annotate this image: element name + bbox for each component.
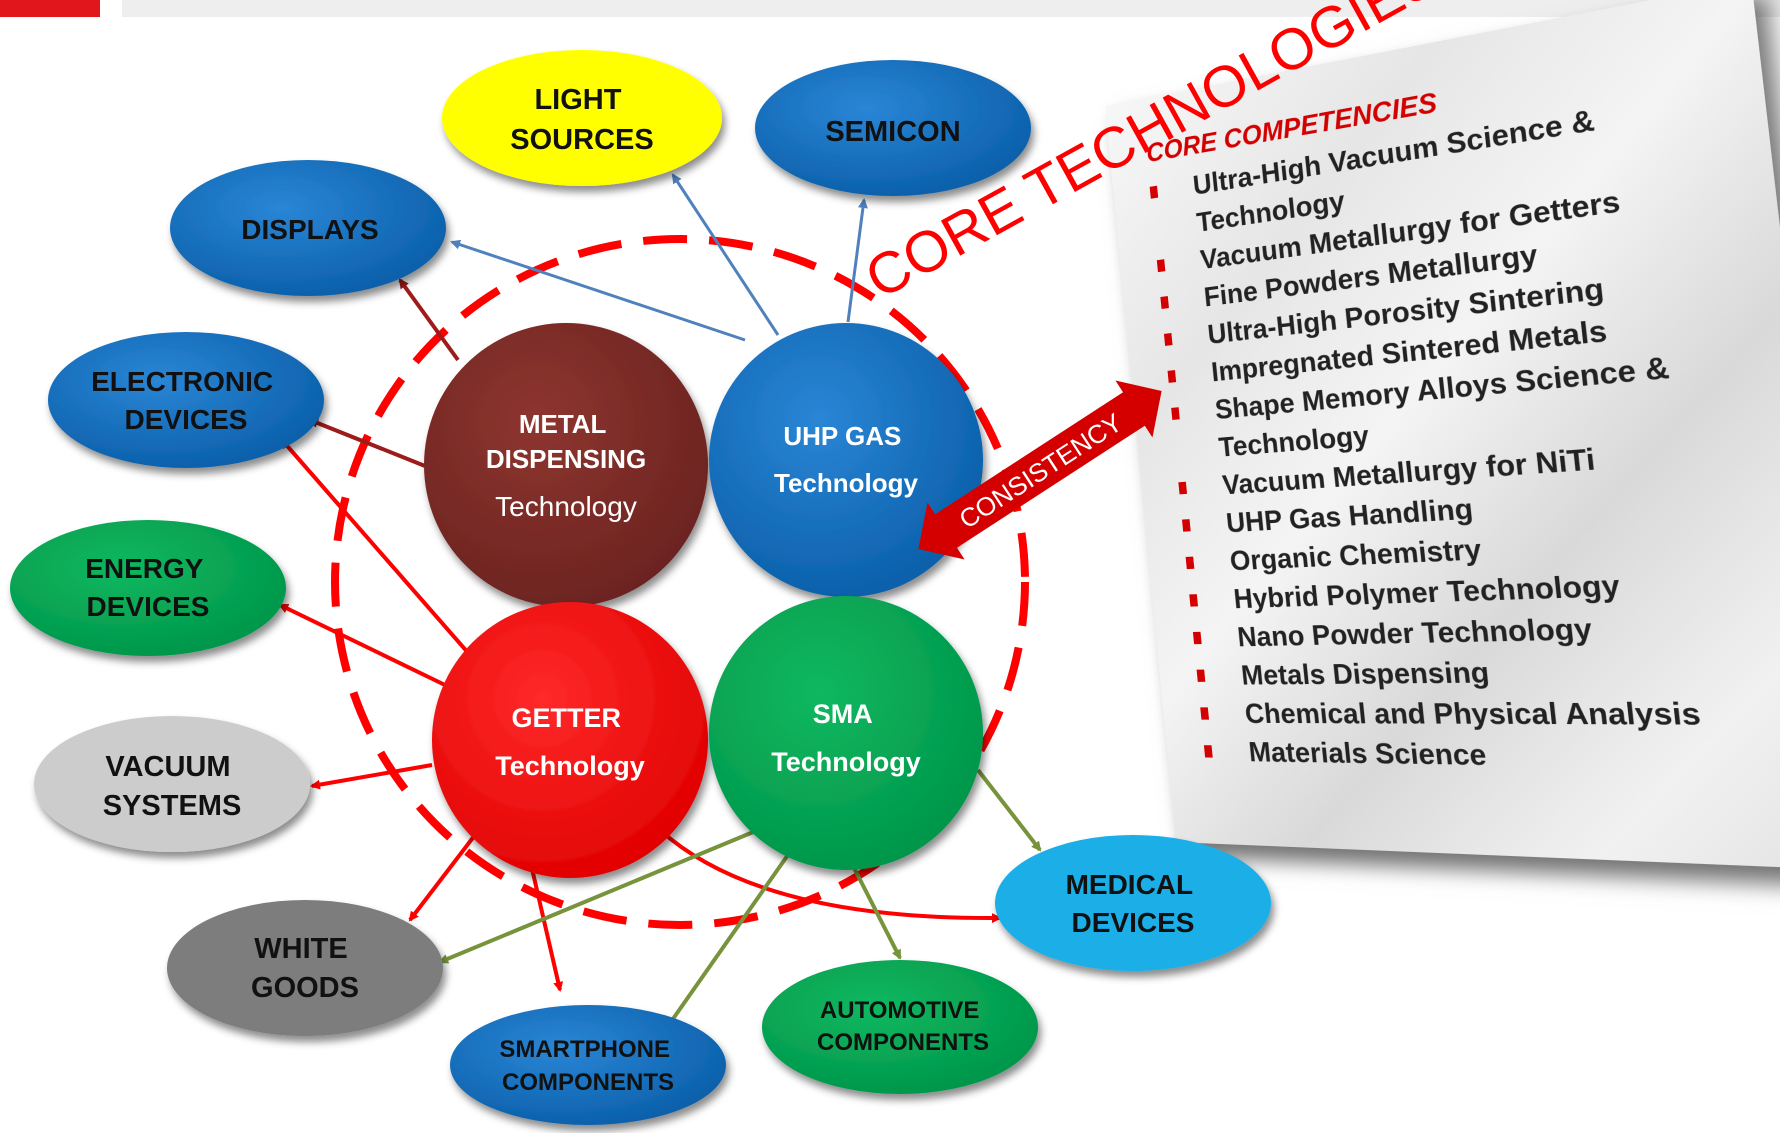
market-white-goods: [167, 900, 443, 1036]
arrow-uhp-to-semicon: [846, 198, 868, 323]
tech-getter-label: GETTER Technology: [495, 703, 645, 781]
tech-metal-dispensing-sub: Technology: [495, 491, 637, 522]
market-displays-label: DISPLAYS: [241, 214, 378, 245]
header-bar: [122, 0, 1780, 17]
market-vacuum-systems-label: VACUUM SYSTEMS: [103, 751, 242, 822]
arrow-metal-to-electronic: [308, 418, 431, 470]
market-semicon-label: SEMICON: [825, 116, 960, 148]
tech-uhp-gas-label: UHP GAS Technology: [774, 421, 919, 498]
market-medical-devices: [995, 835, 1271, 971]
arrow-getter-to-white-goods: [408, 833, 477, 922]
arrow-getter-to-vacuum: [310, 763, 433, 790]
tech-getter: [432, 602, 708, 878]
header-accent-tab: [0, 0, 100, 17]
market-vacuum-systems: [34, 716, 310, 852]
market-light-sources: [442, 50, 722, 186]
market-smartphone-components-label: SMARTPHONE COMPONENTS: [499, 1036, 676, 1096]
tech-metal-dispensing-label: METAL DISPENSING: [486, 409, 646, 474]
market-electronic-devices-label: ELECTRONIC DEVICES: [91, 366, 281, 435]
market-medical-devices-label: MEDICAL DEVICES: [1066, 869, 1201, 938]
market-automotive-components: [762, 960, 1038, 1094]
market-energy-devices: [10, 520, 286, 656]
arrow-getter-to-energy: [278, 603, 446, 687]
arrow-sma-to-medical: [976, 768, 1042, 852]
market-displays: [170, 160, 446, 296]
arrow-sma-to-white-goods: [438, 828, 759, 964]
market-energy-devices-label: ENERGY DEVICES: [85, 553, 211, 622]
arrow-sma-to-automotive: [848, 859, 902, 960]
market-white-goods-label: WHITE GOODS: [251, 933, 359, 1004]
arrow-getter-to-electronic: [280, 438, 472, 657]
tech-metal-dispensing: [424, 323, 708, 607]
arrow-uhp-to-displays: [450, 239, 746, 342]
arrow-sma-to-smartphone: [666, 850, 792, 1028]
core-technologies-boundary: [331, 235, 1029, 929]
arrow-uhp-to-light-sources: [671, 173, 780, 336]
market-smartphone-components: [450, 1005, 726, 1125]
market-automotive-components-label: AUTOMOTIVE COMPONENTS: [817, 997, 989, 1056]
arrow-getter-to-smartphone: [528, 859, 564, 992]
arrow-metal-to-displays: [398, 278, 460, 362]
tech-sma-label: SMA Technology: [771, 699, 921, 777]
market-light-sources-label: LIGHT SOURCES: [510, 84, 653, 156]
arrow-getter-to-medical: [658, 828, 1002, 924]
market-electronic-devices: [48, 332, 324, 468]
market-semicon: [755, 60, 1031, 196]
tech-sma: [709, 596, 983, 870]
tech-uhp-gas: [709, 323, 983, 597]
